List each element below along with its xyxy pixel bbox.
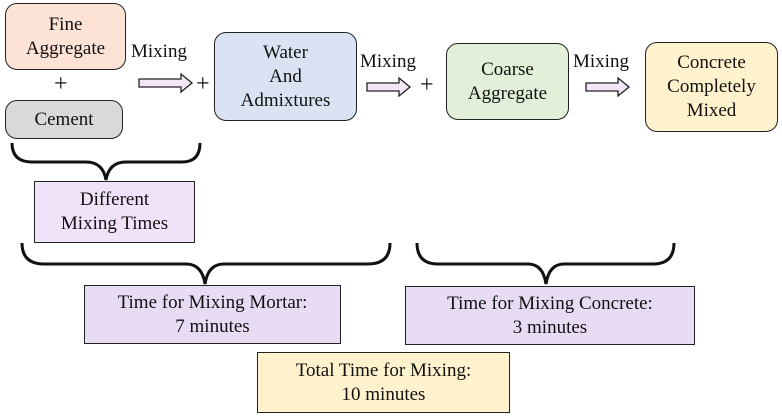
- box-text-line: Concrete: [677, 52, 746, 73]
- brace-first-group: [10, 142, 202, 181]
- box-text-line: Admixtures: [240, 89, 331, 111]
- brace-mortar: [20, 242, 392, 285]
- mixing-label: Mixing: [573, 51, 629, 72]
- mortar-mixing-time-box: Time for Mixing Mortar:7 minutes: [84, 285, 341, 344]
- total-mixing-time-box: Total Time for Mixing:10 minutes: [257, 352, 510, 413]
- box-text-line: Fine: [48, 13, 83, 35]
- box-text-line: And: [269, 65, 302, 87]
- cement-box: Cement: [5, 100, 123, 139]
- box-text-line: Aggregate: [467, 82, 548, 104]
- box-text-line: Coarse: [481, 58, 534, 80]
- brace-concrete: [415, 242, 676, 285]
- box-text-line: Mixing Times: [60, 213, 169, 234]
- box-text-line: 7 minutes: [175, 315, 250, 337]
- box-text-line: Cement: [34, 108, 94, 130]
- concrete-mixing-time-box: Time for Mixing Concrete:3 minutes: [405, 286, 695, 345]
- box-text-line: Aggregate: [25, 37, 106, 59]
- plus-sign: +: [196, 71, 210, 97]
- box-text-line: Total Time for Mixing:: [295, 359, 472, 381]
- box-text-line: Time for Mixing Concrete:: [447, 292, 653, 314]
- plus-sign: +: [54, 71, 68, 97]
- box-text-line: Completely: [667, 76, 756, 97]
- box-text-line: Different: [79, 189, 150, 210]
- box-text-line: 3 minutes: [512, 316, 588, 338]
- box-text-line: 10 minutes: [341, 383, 426, 405]
- box-text-line: Water: [263, 41, 308, 63]
- mixing-arrow-2: [366, 76, 412, 98]
- mixing-label: Mixing: [360, 51, 416, 72]
- mixing-label: Mixing: [131, 41, 187, 62]
- mixing-arrow-3: [585, 76, 631, 98]
- plus-sign: +: [420, 72, 434, 98]
- mixing-arrow-1: [138, 72, 194, 94]
- box-text-line: Mixed: [686, 100, 737, 121]
- box-text-line: Time for Mixing Mortar:: [117, 291, 308, 313]
